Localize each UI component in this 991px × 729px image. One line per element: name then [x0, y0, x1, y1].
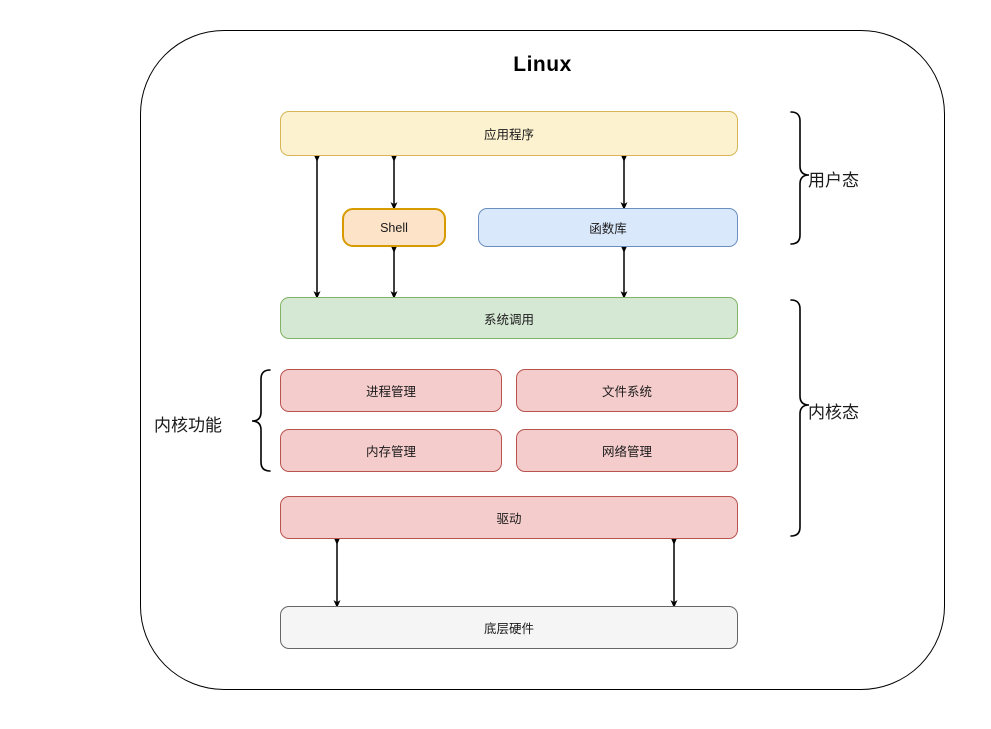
- node-driver[interactable]: 驱动: [280, 496, 738, 539]
- node-shell[interactable]: Shell: [342, 208, 446, 247]
- node-syscall[interactable]: 系统调用: [280, 297, 738, 339]
- node-application-label: 应用程序: [483, 128, 534, 142]
- node-hardware[interactable]: 底层硬件: [280, 606, 738, 649]
- node-memory-management-label: 内存管理: [365, 445, 416, 459]
- label-kernel-functions: 内核功能: [154, 416, 222, 435]
- node-driver-label: 驱动: [496, 512, 522, 526]
- node-library[interactable]: 函数库: [478, 208, 738, 247]
- node-network-management[interactable]: 网络管理: [516, 429, 738, 472]
- node-library-label: 函数库: [589, 222, 627, 236]
- node-file-system-label: 文件系统: [601, 385, 652, 399]
- node-hardware-label: 底层硬件: [483, 622, 534, 636]
- label-kernel-mode: 内核态: [808, 403, 859, 422]
- node-application[interactable]: 应用程序: [280, 111, 738, 156]
- node-syscall-label: 系统调用: [483, 312, 534, 327]
- node-memory-management[interactable]: 内存管理: [280, 429, 502, 472]
- label-user-mode: 用户态: [808, 171, 859, 190]
- node-network-management-label: 网络管理: [601, 445, 652, 459]
- node-process-management[interactable]: 进程管理: [280, 369, 502, 412]
- node-file-system[interactable]: 文件系统: [516, 369, 738, 412]
- node-shell-label: Shell: [380, 220, 408, 235]
- page-title: Linux: [513, 53, 572, 76]
- node-process-management-label: 进程管理: [365, 385, 416, 399]
